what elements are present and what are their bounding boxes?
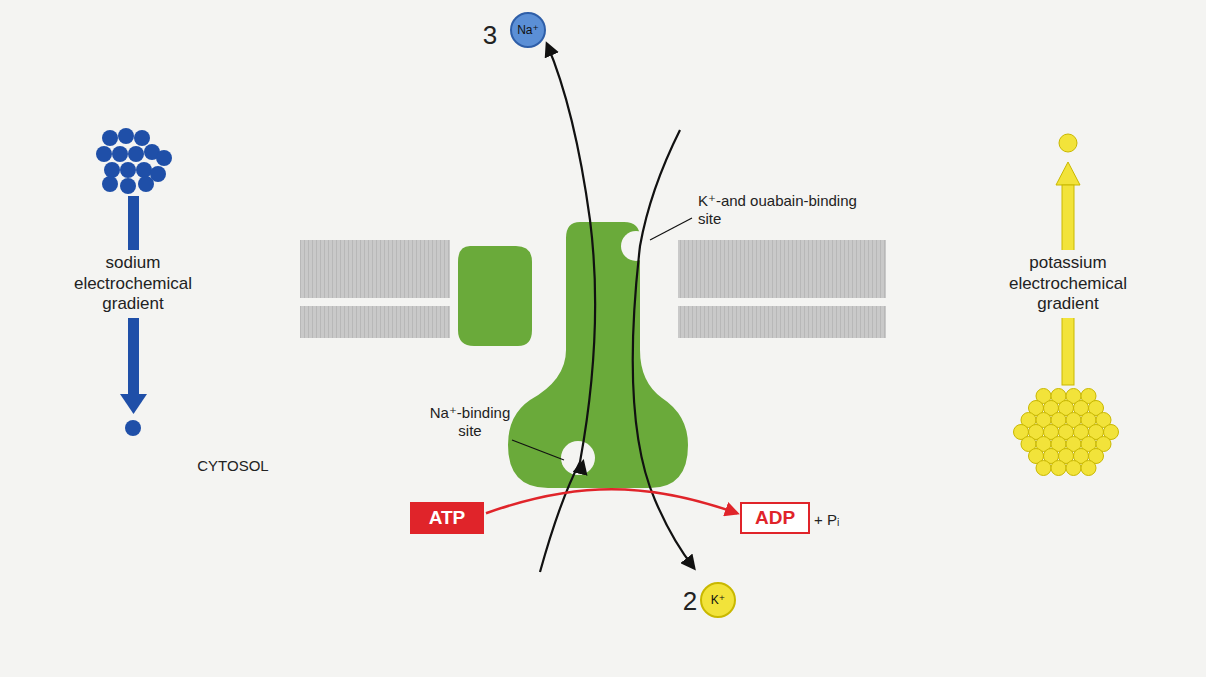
leader-line [650, 218, 692, 240]
pump-protein [458, 222, 688, 488]
sodium-entry-head [582, 462, 583, 466]
sodium-ion: Na⁺ [510, 12, 546, 48]
count-number: 3 [475, 20, 505, 51]
gradient-label: sodium electrochemical gradient [68, 250, 198, 317]
product-label: + Pᵢ [814, 511, 864, 529]
potassium-path [633, 130, 694, 568]
binding-site-label: K⁺-and ouabain-binding site [698, 192, 878, 228]
atp-box: ATP [410, 502, 484, 534]
potassium-ion: K⁺ [700, 582, 736, 618]
node-text: ADP [755, 507, 795, 529]
region-label: CYTOSOL [173, 457, 293, 475]
count-number: 2 [675, 586, 705, 617]
energy-arrow [486, 489, 737, 513]
node-text: ATP [429, 507, 466, 529]
gradient-label: potassium electrochemical gradient [1003, 250, 1133, 317]
node-text: K⁺ [711, 593, 725, 607]
adp-box: ADP [740, 502, 810, 534]
binding-site-label: Na⁺-binding site [425, 404, 515, 440]
node-text: Na⁺ [517, 23, 539, 37]
leader-line [512, 440, 564, 460]
